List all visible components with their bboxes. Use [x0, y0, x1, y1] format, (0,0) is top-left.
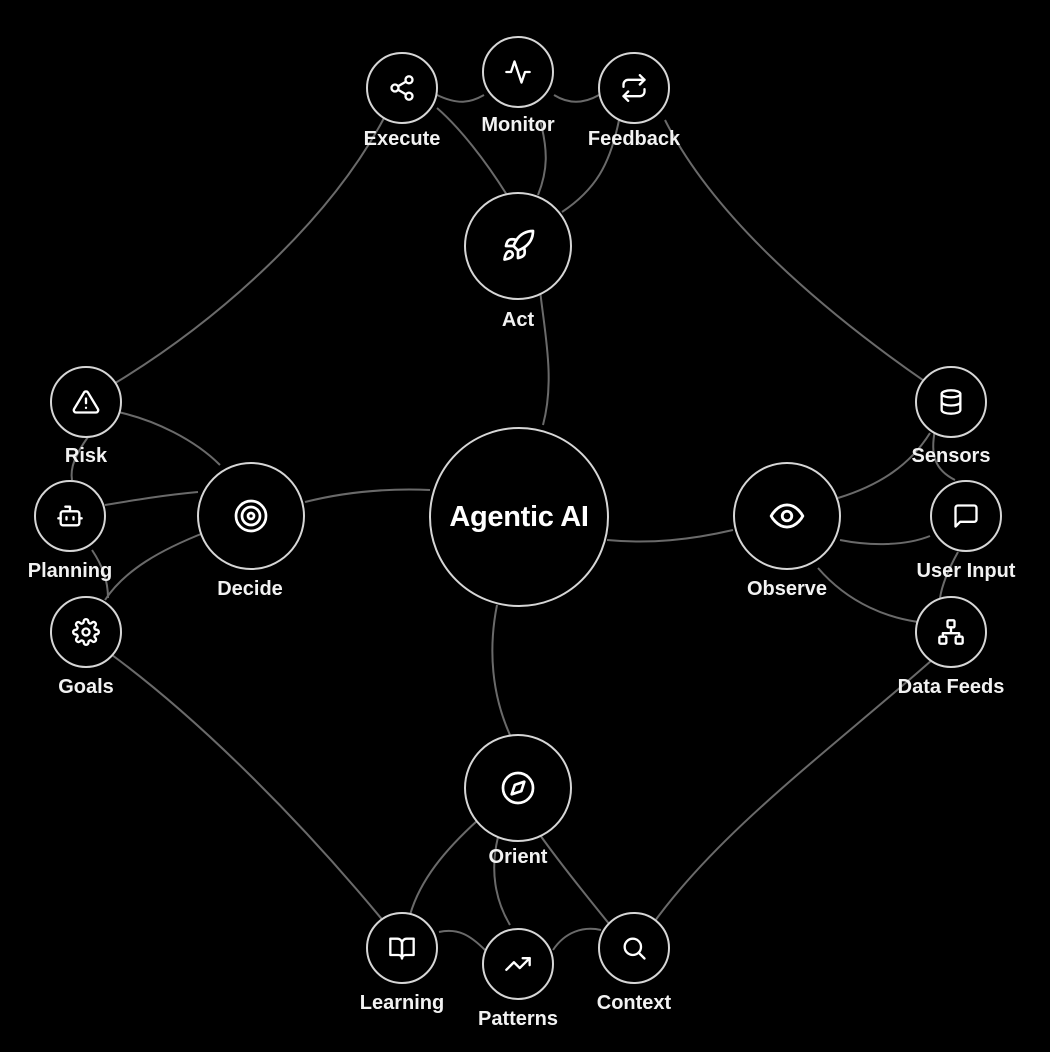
- eye-icon: [769, 503, 805, 529]
- edge-center-observe: [606, 529, 734, 543]
- rocket-icon: [503, 229, 535, 261]
- goals-label: Goals: [58, 676, 114, 698]
- center-label: Agentic AI: [449, 500, 589, 533]
- learning-node[interactable]: [366, 912, 438, 984]
- compass-icon: [501, 771, 535, 805]
- share-icon: [390, 75, 414, 101]
- execute-label: Execute: [363, 128, 441, 150]
- message-square-icon: [954, 504, 978, 528]
- observe-label: Observe: [746, 578, 828, 600]
- network-icon: [938, 619, 964, 645]
- edge-act-execute: [436, 107, 508, 196]
- activity-icon: [505, 60, 531, 84]
- planning-node[interactable]: [34, 480, 106, 552]
- edge-patterns-context: [552, 927, 602, 951]
- edge-center-decide: [304, 488, 431, 503]
- orient-label: Orient: [488, 846, 548, 868]
- edge-decide-risk: [117, 411, 221, 466]
- trending-up-icon: [505, 957, 531, 971]
- monitor-node[interactable]: [482, 36, 554, 108]
- sensors-node[interactable]: [915, 366, 987, 438]
- edge-execute-risk: [111, 117, 385, 386]
- edge-observe-data-feeds: [817, 567, 919, 623]
- context-node[interactable]: [598, 912, 670, 984]
- bot-icon: [57, 505, 83, 527]
- user-input-label: User Input: [916, 560, 1016, 582]
- repeat-icon: [622, 74, 646, 102]
- data-feeds-node[interactable]: [915, 596, 987, 668]
- act-label: Act: [501, 309, 535, 331]
- sensors-label: Sensors: [911, 445, 991, 467]
- edge-orient-context: [539, 834, 611, 926]
- edge-observe-sensors: [837, 432, 931, 499]
- observe-node[interactable]: [733, 462, 841, 570]
- edge-feedback-sensors: [664, 119, 931, 386]
- edge-decide-goals: [104, 531, 207, 601]
- database-icon: [940, 389, 962, 415]
- feedback-node[interactable]: [598, 52, 670, 124]
- edge-execute-monitor: [436, 94, 485, 103]
- context-label: Context: [596, 992, 672, 1014]
- act-node[interactable]: [464, 192, 572, 300]
- execute-node[interactable]: [366, 52, 438, 124]
- edge-risk-planning: [70, 436, 89, 481]
- gear-icon: [72, 618, 100, 646]
- patterns-label: Patterns: [477, 1008, 559, 1030]
- user-input-node[interactable]: [930, 480, 1002, 552]
- edge-orient-learning: [409, 819, 479, 916]
- risk-node[interactable]: [50, 366, 122, 438]
- warning-icon: [72, 390, 100, 414]
- agentic-ai-node[interactable]: Agentic AI: [429, 427, 609, 607]
- goals-node[interactable]: [50, 596, 122, 668]
- book-open-icon: [389, 937, 415, 960]
- edge-sensors-user-input: [932, 429, 956, 481]
- planning-label: Planning: [27, 560, 113, 582]
- edge-goals-learning: [111, 654, 386, 924]
- edge-center-orient: [491, 604, 511, 736]
- orient-node[interactable]: [464, 734, 572, 842]
- edge-center-act: [539, 289, 550, 426]
- edge-data-feeds-context: [651, 659, 933, 926]
- feedback-label: Feedback: [587, 128, 681, 150]
- target-icon: [234, 499, 268, 533]
- patterns-node[interactable]: [482, 928, 554, 1000]
- data-feeds-label: Data Feeds: [897, 676, 1005, 698]
- learning-label: Learning: [359, 992, 445, 1014]
- risk-label: Risk: [64, 445, 108, 467]
- decide-label: Decide: [217, 578, 283, 600]
- edge-act-monitor: [537, 119, 547, 196]
- monitor-label: Monitor: [481, 114, 555, 136]
- edge-monitor-feedback: [553, 94, 600, 103]
- edge-orient-patterns: [493, 836, 511, 926]
- edge-learning-patterns: [438, 930, 486, 951]
- edge-observe-user-input: [839, 535, 931, 546]
- edge-decide-planning: [104, 491, 199, 506]
- edge-user-input-data-feeds: [939, 551, 959, 599]
- search-icon: [623, 937, 646, 960]
- edge-act-feedback: [561, 119, 620, 213]
- decide-node[interactable]: [197, 462, 305, 570]
- edge-planning-goals: [91, 549, 109, 599]
